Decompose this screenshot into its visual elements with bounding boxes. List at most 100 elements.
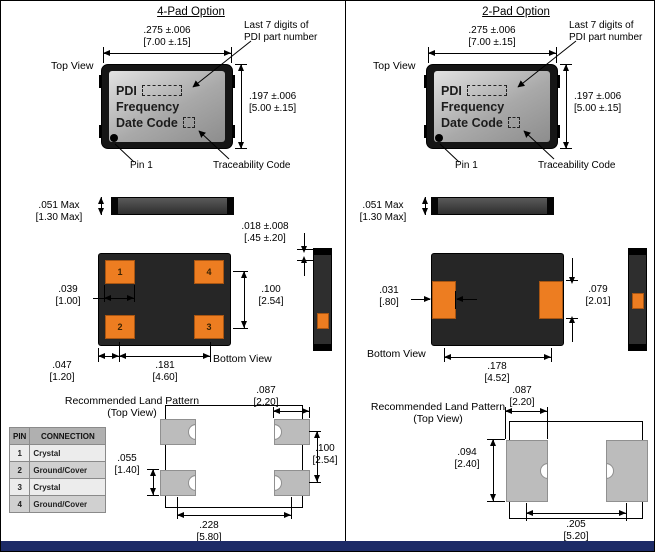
right-land-title-1: Recommended Land Pattern [370, 401, 506, 413]
pin-cell: 2 [8, 461, 31, 479]
extension-line [309, 407, 310, 418]
right-dim-landw-mm: [2.20] [509, 397, 535, 408]
part-number-box [466, 85, 507, 96]
left-dim-pitchh-in: .181 [155, 360, 175, 371]
pin-connection-table: PIN CONNECTION 1 Crystal 2 Ground/Cover … [8, 427, 107, 513]
left-partnumber-note-2: PDI part number [244, 32, 318, 43]
left-pad-4: 4 [194, 260, 224, 284]
right-dim-landh-in: .094 [457, 447, 477, 458]
left-top-view-label: Top View [51, 60, 94, 72]
dim-line [490, 439, 496, 501]
dim-line [444, 354, 551, 360]
dim-line [422, 197, 428, 215]
left-pad-2: 2 [105, 315, 135, 339]
extension-line [428, 47, 429, 63]
castellation-notch [275, 424, 282, 440]
conn-cell: Crystal [29, 444, 107, 462]
strip-cap [314, 344, 331, 350]
left-pad-1: 1 [105, 260, 135, 284]
part-number-box [141, 85, 182, 96]
extension-line [487, 439, 505, 440]
left-pad-3: 3 [194, 315, 224, 339]
castellation-tab [99, 75, 102, 88]
right-dim-thick-in: .051 Max [362, 200, 404, 211]
castellation-notch [188, 475, 195, 491]
left-package-lid: PDI Frequency Date Code [109, 71, 225, 142]
left-dim-padw-mm: [1.00] [55, 296, 81, 307]
right-dim-width-mm: [7.00 ±.15] [468, 37, 516, 48]
left-bottom-view-label: Bottom View [213, 353, 272, 365]
dim-arrow [569, 316, 575, 342]
pin-cell: 3 [8, 478, 31, 496]
traceability-box [182, 117, 195, 128]
left-dim-height-mm: [5.00 ±.15] [249, 103, 297, 114]
left-dim-padthick-mm: [.45 ±.20] [244, 233, 286, 244]
castellation-tab [424, 75, 427, 88]
right-partnumber-note-1: Last 7 digits of [569, 20, 634, 31]
castellation-notch [275, 475, 282, 491]
right-package-lid: PDI Frequency Date Code [434, 71, 550, 142]
castellation-tab [232, 125, 235, 138]
left-dim-width-in: .275 ±.006 [143, 25, 191, 36]
dim-line [273, 408, 309, 414]
pin-cell: 4 [8, 495, 31, 513]
extension-line [487, 501, 505, 502]
right-dim-landw-in: .087 [512, 385, 532, 396]
right-pad-right [539, 281, 563, 319]
left-dim-thick-mm: [1.30 Max] [35, 212, 83, 223]
castellation-tab [557, 125, 560, 138]
side-cap [547, 197, 554, 215]
conn-cell: Ground/Cover [29, 495, 107, 513]
extension-line [233, 271, 248, 272]
castellation-notch [188, 424, 195, 440]
right-dim-landh-mm: [2.40] [454, 459, 480, 470]
left-land-pad-tl [160, 419, 196, 445]
left-pin1-label: Pin 1 [130, 160, 153, 171]
strip-cap [314, 249, 331, 255]
strip-pad [317, 313, 329, 329]
right-section-title: 2-Pad Option [482, 6, 550, 18]
dim-line [563, 64, 569, 149]
extension-line [309, 482, 321, 483]
pin-table-header-conn: CONNECTION [29, 427, 107, 445]
extension-line [556, 47, 557, 63]
left-side-view [111, 197, 234, 215]
leader-line [93, 298, 104, 299]
left-dim-landw-mm: [2.20] [253, 397, 279, 408]
conn-cell: Crystal [29, 478, 107, 496]
left-land-pad-br [274, 470, 310, 496]
dim-arrow [456, 296, 477, 302]
castellation-notch [540, 463, 547, 479]
castellation-tab [557, 75, 560, 88]
right-partnumber-note-2: PDI part number [569, 32, 643, 43]
extension-line [547, 407, 548, 439]
left-pkg-datecode: Date Code [116, 115, 178, 130]
right-bottom-view [431, 253, 564, 346]
left-dim-edge-mm: [1.20] [49, 372, 75, 383]
right-pkg-brand: PDI [441, 83, 462, 98]
right-side-view [431, 197, 554, 215]
pin-table-header-pin: PIN [8, 427, 31, 445]
left-land-pad-bl [160, 470, 196, 496]
castellation-tab [99, 125, 102, 138]
extension-line [134, 285, 135, 302]
dim-line [314, 431, 320, 482]
dim-line [238, 64, 244, 149]
left-dim-padw-in: .039 [58, 284, 78, 295]
side-cap [431, 197, 438, 215]
left-section-title: 4-Pad Option [157, 6, 225, 18]
left-dim-landpitchh-mm: [5.80] [196, 532, 222, 543]
extension-line [455, 291, 456, 309]
right-dim-padh-in: .079 [588, 284, 608, 295]
right-pkg-frequency: Frequency [441, 99, 505, 114]
extension-line [231, 47, 232, 63]
right-dim-pitchh-mm: [4.52] [484, 373, 510, 384]
extension-line [147, 495, 159, 496]
right-dim-width-in: .275 ±.006 [468, 25, 516, 36]
left-land-pattern [160, 405, 310, 508]
left-dim-pitchh-mm: [4.60] [152, 372, 178, 383]
extension-line [291, 497, 292, 519]
right-land-pad-left [506, 440, 548, 502]
right-land-pattern [506, 421, 648, 519]
